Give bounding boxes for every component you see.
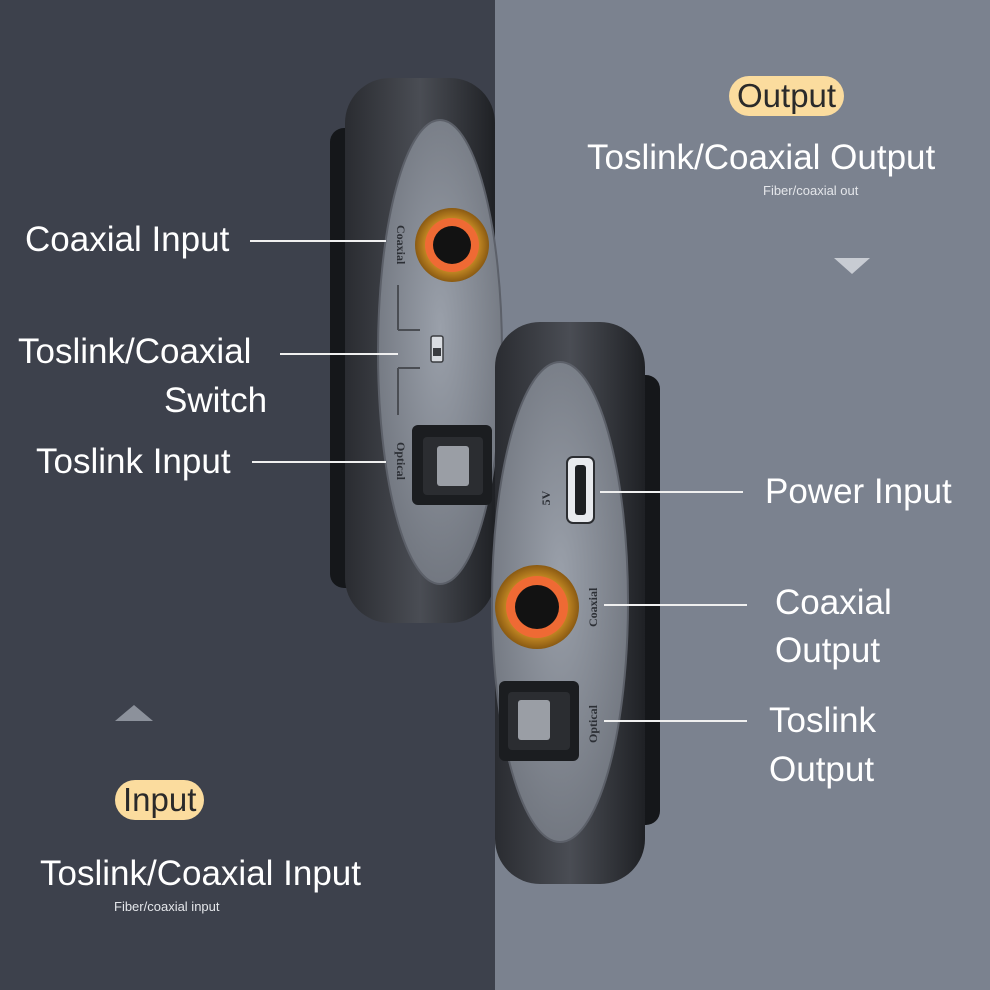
coaxial-output-label-line1: Coaxial: [775, 583, 892, 622]
switch-label-line2: Switch: [164, 381, 268, 420]
optical-bottom-label: Optical: [586, 704, 600, 743]
switch-callout-line: [280, 353, 398, 355]
optical-top-label: Optical: [394, 442, 408, 481]
output-tag: Output: [729, 76, 845, 116]
coaxial-bottom-label: Coaxial: [586, 587, 600, 627]
up-arrow-icon: [115, 705, 153, 721]
toslink-output-callout-line: [604, 720, 747, 722]
down-arrow-icon: [834, 258, 870, 274]
output-subtitle: Fiber/coaxial out: [763, 183, 859, 198]
coaxial-output-callout-line: [604, 604, 747, 606]
input-title: Toslink/Coaxial Input: [40, 854, 361, 893]
switch-label-line1: Toslink/Coaxial: [18, 332, 252, 371]
toslink-input-callout-line: [252, 461, 386, 463]
power-input-label: Power Input: [765, 472, 952, 511]
toslink-output-label-line1: Toslink: [769, 701, 876, 740]
input-tag: Input: [115, 780, 205, 820]
input-subtitle: Fiber/coaxial input: [114, 899, 220, 914]
input-device: Coaxial Optical: [330, 78, 503, 623]
toslink-input-label: Toslink Input: [36, 442, 231, 481]
output-device: 5V Coaxial Optical: [491, 322, 660, 884]
coaxial-output-label-line2: Output: [775, 631, 881, 670]
coaxial-input-label: Coaxial Input: [25, 220, 230, 259]
coaxial-input-callout-line: [250, 240, 386, 242]
power-input-callout-line: [600, 491, 743, 493]
toslink-output-label-line2: Output: [769, 750, 875, 789]
power-label: 5V: [539, 490, 553, 505]
coaxial-top-label: Coaxial: [394, 225, 408, 265]
output-title: Toslink/Coaxial Output: [587, 138, 936, 177]
